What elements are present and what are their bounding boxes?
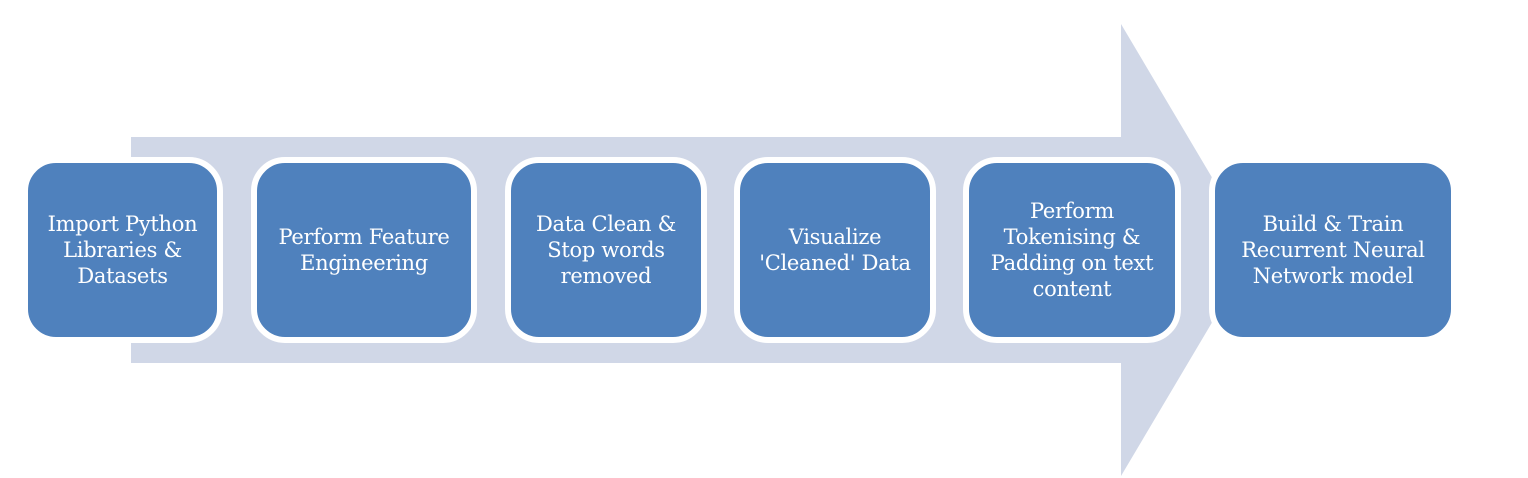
step-import-libraries: Import Python Libraries & Datasets xyxy=(22,157,223,343)
step-visualize-data: Visualize 'Cleaned' Data xyxy=(734,157,936,343)
step-tokenise-padding: Perform Tokenising & Padding on text con… xyxy=(963,157,1181,343)
step-label: Perform Tokenising & Padding on text con… xyxy=(990,199,1154,301)
step-build-train-rnn: Build & Train Recurrent Neural Network m… xyxy=(1209,157,1457,343)
step-data-clean: Data Clean & Stop words removed xyxy=(505,157,707,343)
step-label: Visualize 'Cleaned' Data xyxy=(759,225,911,275)
step-label: Perform Feature Engineering xyxy=(278,225,450,275)
step-label: Import Python Libraries & Datasets xyxy=(47,212,198,288)
step-feature-engineering: Perform Feature Engineering xyxy=(251,157,477,343)
step-label: Build & Train Recurrent Neural Network m… xyxy=(1241,212,1425,288)
step-label: Data Clean & Stop words removed xyxy=(535,212,677,288)
